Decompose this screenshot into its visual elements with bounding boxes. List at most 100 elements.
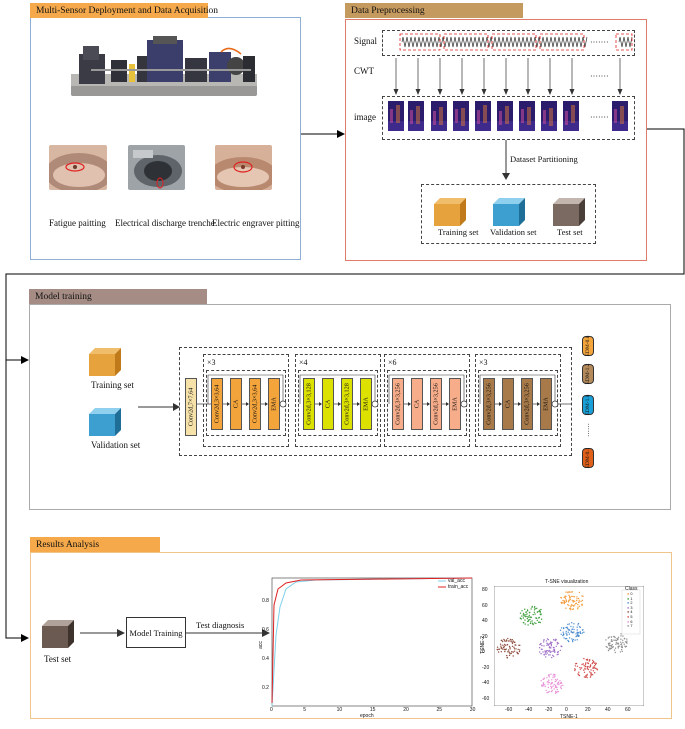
tsne-legend-item: ● 5 (627, 615, 633, 619)
tsne-xlabel: TSNE-1 (560, 714, 578, 720)
stage-box-2 (295, 354, 381, 447)
fault-label-fatigue: Fatigue paitting (49, 218, 106, 228)
signal-segment (539, 33, 585, 51)
spectrogram-thumb (563, 101, 579, 131)
set-label-training: Training set (438, 227, 479, 237)
stem-layer: Conv2d,7×7,64 (185, 378, 197, 436)
acc-xlabel: epoch (360, 713, 374, 719)
tsne-ytick: 40 (482, 618, 488, 624)
tsne-ytick: -40 (482, 680, 490, 686)
acc-xtick: 10 (336, 707, 343, 713)
acc-legend-val: val_acc (448, 578, 465, 584)
acc-ytick-06: 0.6 (262, 627, 269, 633)
training-title: Model training (29, 289, 207, 304)
preprocessing-title: Data Preprocessing (345, 3, 523, 18)
results-arrows (80, 629, 270, 637)
ema-layer-stage-1: EMA (268, 378, 280, 430)
spectrogram-thumb (612, 101, 628, 131)
network-connections (197, 374, 572, 408)
ca-layer-stage-2: CA (322, 378, 334, 430)
test-rig-image (71, 34, 257, 96)
ema-layer-stage-3: EMA (449, 378, 461, 430)
tsne-ytick: 20 (482, 633, 488, 640)
acc-ytick-08: 0.8 (262, 598, 269, 604)
acquisition-title: Multi-Sensor Deployment and Data Acquisi… (30, 3, 218, 18)
cube-test (553, 198, 585, 226)
stage-repeat-4: ×3 (479, 358, 488, 367)
image-dashed-box (382, 96, 635, 140)
signal-segment (399, 33, 441, 51)
stage-box-3 (384, 354, 470, 447)
acc-ytick-02: 0.2 (262, 685, 269, 691)
tsne-xtick: 60 (625, 707, 631, 713)
conv-layer-stage-3: Conv2d,3×3,256 (430, 378, 442, 430)
fault-label-discharge: Electrical discharge trenche (115, 218, 215, 228)
cube-validation (493, 198, 525, 226)
test-set-cube (42, 620, 74, 648)
input-cube-validation (89, 408, 121, 436)
tsne-ytick: 80 (482, 587, 488, 593)
input-cube-training (89, 348, 121, 376)
model-training-box: Model Training (126, 617, 186, 648)
tsne-legend-item: ● 1 (627, 596, 633, 601)
conv-layer-stage-2: Conv2d,3×3,128 (341, 378, 353, 430)
network-dashed-box (179, 347, 572, 456)
test-diagnosis-label: Test diagnosis (196, 620, 245, 630)
row-label-signal: Signal (354, 36, 378, 46)
preprocessing-panel (345, 19, 647, 261)
tsne-legend-item: ● 6 (627, 619, 633, 624)
training-panel (29, 304, 671, 510)
set-label-validation: Validation set (490, 227, 537, 237)
set-label-test: Test set (557, 227, 583, 237)
tsne-xtick: -20 (545, 707, 553, 713)
output-class-2: EDM-1.8 (582, 395, 594, 415)
tsne-xtick: 40 (605, 707, 611, 713)
datasets-dashed-box (421, 184, 596, 244)
tsne-legend-item: ● 2 (627, 601, 633, 606)
fault-label-engraver: Electric engraver pitting (212, 218, 300, 228)
tsne-ytick: 0 (482, 649, 485, 655)
tsne-ytick: -20 (482, 664, 490, 671)
ema-layer-stage-2: EMA (360, 378, 372, 430)
training-input-arrow (138, 403, 180, 411)
signal-ellipsis: ······· (590, 38, 609, 47)
acc-ylabel: acc (257, 641, 264, 649)
tsne-xtick: -60 (505, 707, 513, 713)
acc-xtick: 5 (303, 707, 307, 713)
ca-layer-stage-3: CA (411, 378, 423, 430)
tsne-legend-item: ● 4 (627, 610, 633, 615)
row-label-cwt: CWT (354, 66, 374, 76)
tsne-ytick: 60 (482, 602, 488, 609)
input-label-training: Training set (91, 380, 134, 390)
spectrogram-thumb (475, 101, 491, 131)
output-ellipsis: ······ (584, 423, 592, 437)
tsne-ylabel: TSNE-2 (479, 636, 486, 654)
test-set-label: Test set (44, 654, 72, 664)
signal-segment (443, 33, 489, 51)
accuracy-chart (256, 575, 476, 720)
stage-repeat-3: ×6 (388, 358, 397, 367)
spectrogram-thumb (497, 101, 513, 131)
ema-layer-stage-4: EMA (540, 378, 552, 430)
signal-segment (491, 33, 537, 51)
ca-layer-stage-4: CA (502, 378, 514, 430)
results-title: Results Analysis (30, 537, 160, 552)
signal-dashed-box (382, 30, 635, 56)
spectrogram-thumb (388, 101, 404, 131)
acc-ytick-04: 0.4 (262, 656, 269, 662)
ca-layer-stage-1: CA (230, 378, 242, 430)
partition-label: Dataset Partitioning (510, 154, 578, 164)
tsne-legend-item: ● 3 (627, 605, 633, 610)
tsne-legend-title: Class (625, 586, 638, 592)
spectrogram-thumb (408, 101, 424, 131)
acc-xtick: 30 (469, 707, 476, 713)
fault-photo-discharge (128, 145, 185, 190)
tsne-legend-item: ● 0 (627, 592, 633, 596)
fault-photo-engraver (215, 145, 272, 190)
conv-layer-stage-2: Conv2d,3×3,128 (303, 378, 315, 430)
cube-training (434, 198, 466, 226)
acc-xtick: 15 (369, 707, 376, 713)
acc-xtick: 0 (270, 707, 273, 713)
conv-layer-stage-3: Conv2d,3×3,256 (392, 378, 404, 430)
